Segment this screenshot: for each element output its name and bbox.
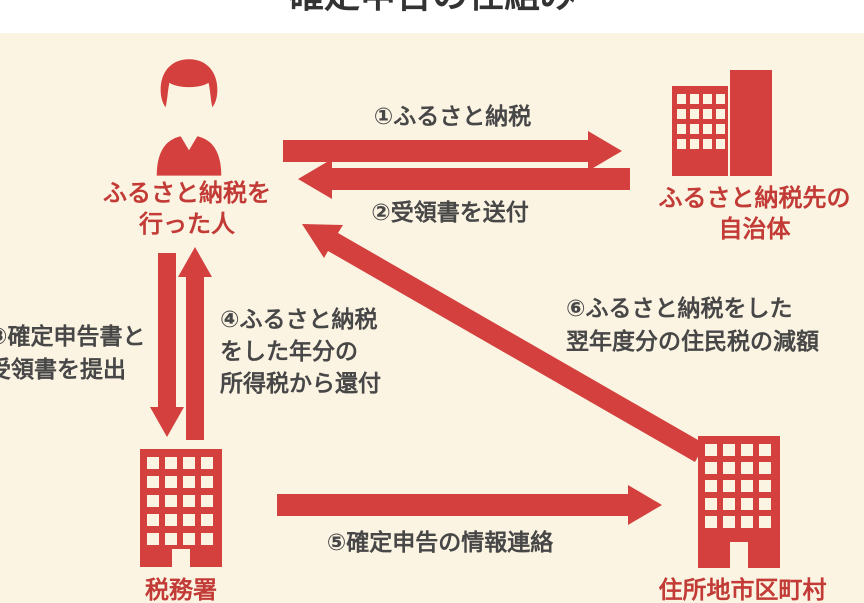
arrow-5-right-icon: [277, 485, 662, 525]
arrow-1-label: ①ふるさと納税: [373, 103, 532, 129]
arrow-4-label-line1: ④ふるさと納税: [220, 306, 378, 332]
arrow-6-label: ⑥ふるさと納税をした 翌年度分の住民税の減額: [566, 292, 861, 358]
arrow-6-label-line2: 翌年度分の住民税の減額: [566, 328, 819, 354]
arrow-1-right-icon: [283, 131, 622, 171]
arrow-3-down-icon: [150, 253, 184, 437]
arrow-4-up-icon: [178, 247, 212, 440]
person-icon: [156, 59, 222, 176]
arrow-6-diagonal-icon: [302, 224, 705, 462]
arrow-3-label: ③確定申告書と 受領書を提出: [0, 320, 173, 386]
person-label-line2: 行った人: [139, 211, 235, 238]
destination-municipality-label-line2: 自治体: [718, 216, 791, 243]
arrow-2-left-icon: [298, 159, 630, 199]
tax-office-building-icon: [140, 449, 222, 567]
tax-office-label: 税務署: [145, 577, 217, 603]
arrow-3-label-line2: 受領書を提出: [0, 356, 126, 382]
arrow-2-label: ②受領書を送付: [371, 199, 529, 225]
home-municipality-label: 住所地市区町村: [658, 577, 827, 603]
arrow-4-label-line3: 所得税から還付: [220, 370, 381, 396]
arrow-3-label-line1: ③確定申告書と: [0, 323, 146, 349]
arrow-6-label-line1: ⑥ふるさと納税をした: [566, 295, 793, 321]
person-label: ふるさと納税を 行った人: [62, 178, 312, 240]
person-label-line1: ふるさと納税を: [103, 180, 271, 207]
home-municipality-building-icon: [698, 436, 780, 568]
arrow-4-label: ④ふるさと納税 をした年分の 所得税から還付: [220, 303, 420, 399]
page-title: 確定申告の仕組み: [0, 0, 864, 16]
destination-municipality-building-icon: [672, 70, 772, 176]
destination-municipality-label: ふるさと納税先の 自治体: [645, 183, 864, 245]
arrow-4-label-line2: をした年分の: [220, 338, 358, 364]
arrow-5-label: ⑤確定申告の情報連絡: [326, 529, 554, 555]
destination-municipality-label-line1: ふるさと納税先の: [658, 185, 851, 212]
